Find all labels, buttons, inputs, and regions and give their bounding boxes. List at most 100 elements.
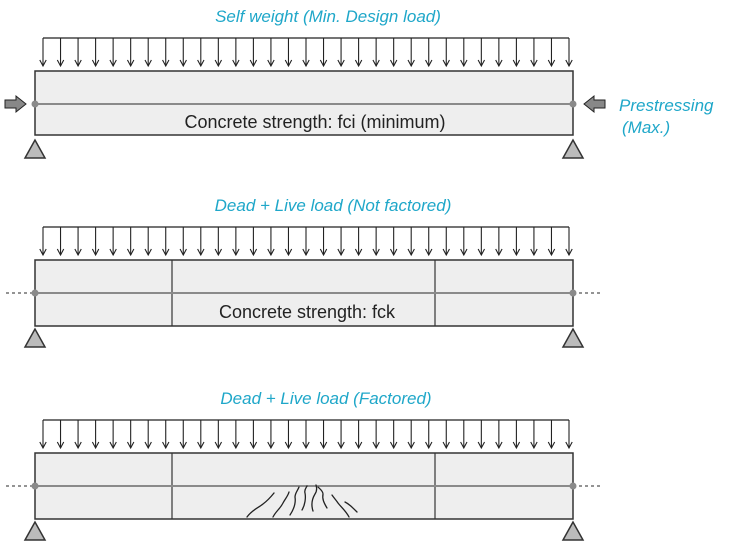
load-arrow-icon (337, 420, 345, 450)
crack-line (344, 501, 358, 513)
load-arrow-icon (512, 420, 521, 450)
load-arrow-icon (126, 38, 135, 68)
load-arrow-icon (74, 420, 82, 450)
crack-line (272, 491, 290, 518)
load-arrow-icon (530, 38, 538, 68)
load-arrow-icon (495, 38, 503, 68)
concrete-strength-label: Concrete strength: fci (minimum) (184, 112, 445, 132)
load-arrow-icon (407, 38, 415, 68)
load-arrow-icon (460, 227, 468, 257)
panel-ultimate-load: Dead + Live load (Factored) (6, 389, 600, 541)
load-arrow-icon (530, 420, 538, 450)
load-arrow-icon (354, 38, 363, 68)
load-arrow-icon (267, 38, 275, 68)
load-arrow-icon (91, 38, 100, 68)
load-arrow-icon (372, 420, 380, 450)
load-arrow-icon (302, 227, 310, 257)
load-arrow-icon (232, 227, 240, 257)
prestressing-label: Prestressing (619, 96, 714, 115)
load-arrow-icon (354, 420, 363, 450)
load-arrow-icon (214, 227, 223, 257)
load-arrow-icon (442, 227, 450, 257)
load-arrow-icon (372, 38, 380, 68)
panel-title: Dead + Live load (Factored) (220, 389, 431, 408)
support-right-icon (561, 520, 585, 541)
load-arrow-icon (337, 38, 345, 68)
load-arrow-icon (512, 38, 521, 68)
load-arrow-icon (319, 420, 328, 450)
crack-line (289, 486, 300, 516)
load-arrow-icon (389, 227, 398, 257)
load-arrow-icon (267, 227, 275, 257)
load-arrow-icon (39, 227, 47, 257)
support-left-icon (23, 327, 47, 348)
load-arrow-icon (512, 227, 521, 257)
load-arrow-icon (302, 38, 310, 68)
load-arrow-icon (477, 38, 486, 68)
load-arrow-icon (109, 227, 117, 257)
load-arrow-icon (319, 227, 328, 257)
load-arrow-icon (232, 38, 240, 68)
load-arrow-icon (319, 38, 328, 68)
load-arrow-icon (144, 227, 152, 257)
load-arrow-icon (197, 420, 205, 450)
load-arrow-icon (109, 420, 117, 450)
load-arrow-icon (407, 420, 415, 450)
load-arrow-icon (214, 38, 223, 68)
support-left-icon (23, 520, 47, 541)
load-arrow-icon (214, 420, 223, 450)
panel-service-load: Dead + Live load (Not factored) Concrete… (6, 196, 600, 348)
load-arrow-icon (460, 420, 468, 450)
load-arrow-icon (249, 227, 258, 257)
load-arrow-icon (56, 227, 65, 257)
load-arrow-icon (249, 38, 258, 68)
load-arrow-icon (425, 227, 433, 257)
load-arrow-icon (495, 420, 503, 450)
load-arrow-icon (179, 227, 187, 257)
load-arrow-icon (249, 420, 258, 450)
load-arrow-icon (56, 420, 65, 450)
load-arrow-icon (126, 420, 135, 450)
anchor-left (31, 100, 39, 108)
load-arrow-icon (460, 38, 468, 68)
load-arrow-icon (477, 420, 486, 450)
distributed-load-arrows (39, 226, 573, 257)
support-right-icon (561, 327, 585, 348)
anchor-right (569, 289, 577, 297)
load-arrow-icon (162, 420, 170, 450)
load-arrow-icon (109, 38, 117, 68)
load-arrow-icon (477, 227, 486, 257)
load-arrow-icon (232, 420, 240, 450)
flexural-cracks (246, 484, 358, 518)
load-arrow-icon (197, 38, 205, 68)
load-arrow-icon (302, 420, 310, 450)
load-arrow-icon (179, 420, 187, 450)
load-arrow-icon (39, 38, 47, 68)
prestressing-max-label: (Max.) (622, 118, 670, 137)
crack-line (331, 494, 350, 518)
load-arrow-icon (389, 420, 398, 450)
load-arrow-icon (162, 38, 170, 68)
load-arrow-icon (74, 38, 82, 68)
load-arrow-icon (197, 227, 205, 257)
support-right-icon (561, 138, 585, 159)
load-arrow-icon (389, 38, 398, 68)
crack-line (311, 484, 318, 512)
panel-title: Self weight (Min. Design load) (215, 7, 441, 26)
concrete-strength-label: Concrete strength: fck (219, 302, 396, 322)
load-arrow-icon (337, 227, 345, 257)
load-arrow-icon (74, 227, 82, 257)
load-arrow-icon (372, 227, 380, 257)
panel-title: Dead + Live load (Not factored) (215, 196, 452, 215)
load-arrow-icon (547, 38, 556, 68)
load-arrow-icon (284, 38, 293, 68)
load-arrow-icon (530, 227, 538, 257)
distributed-load-arrows (39, 419, 573, 450)
load-arrow-icon (144, 38, 152, 68)
load-arrow-icon (442, 38, 450, 68)
load-arrow-icon (565, 38, 573, 68)
anchor-left (31, 289, 39, 297)
load-arrow-icon (425, 38, 433, 68)
anchor-left (31, 482, 39, 490)
